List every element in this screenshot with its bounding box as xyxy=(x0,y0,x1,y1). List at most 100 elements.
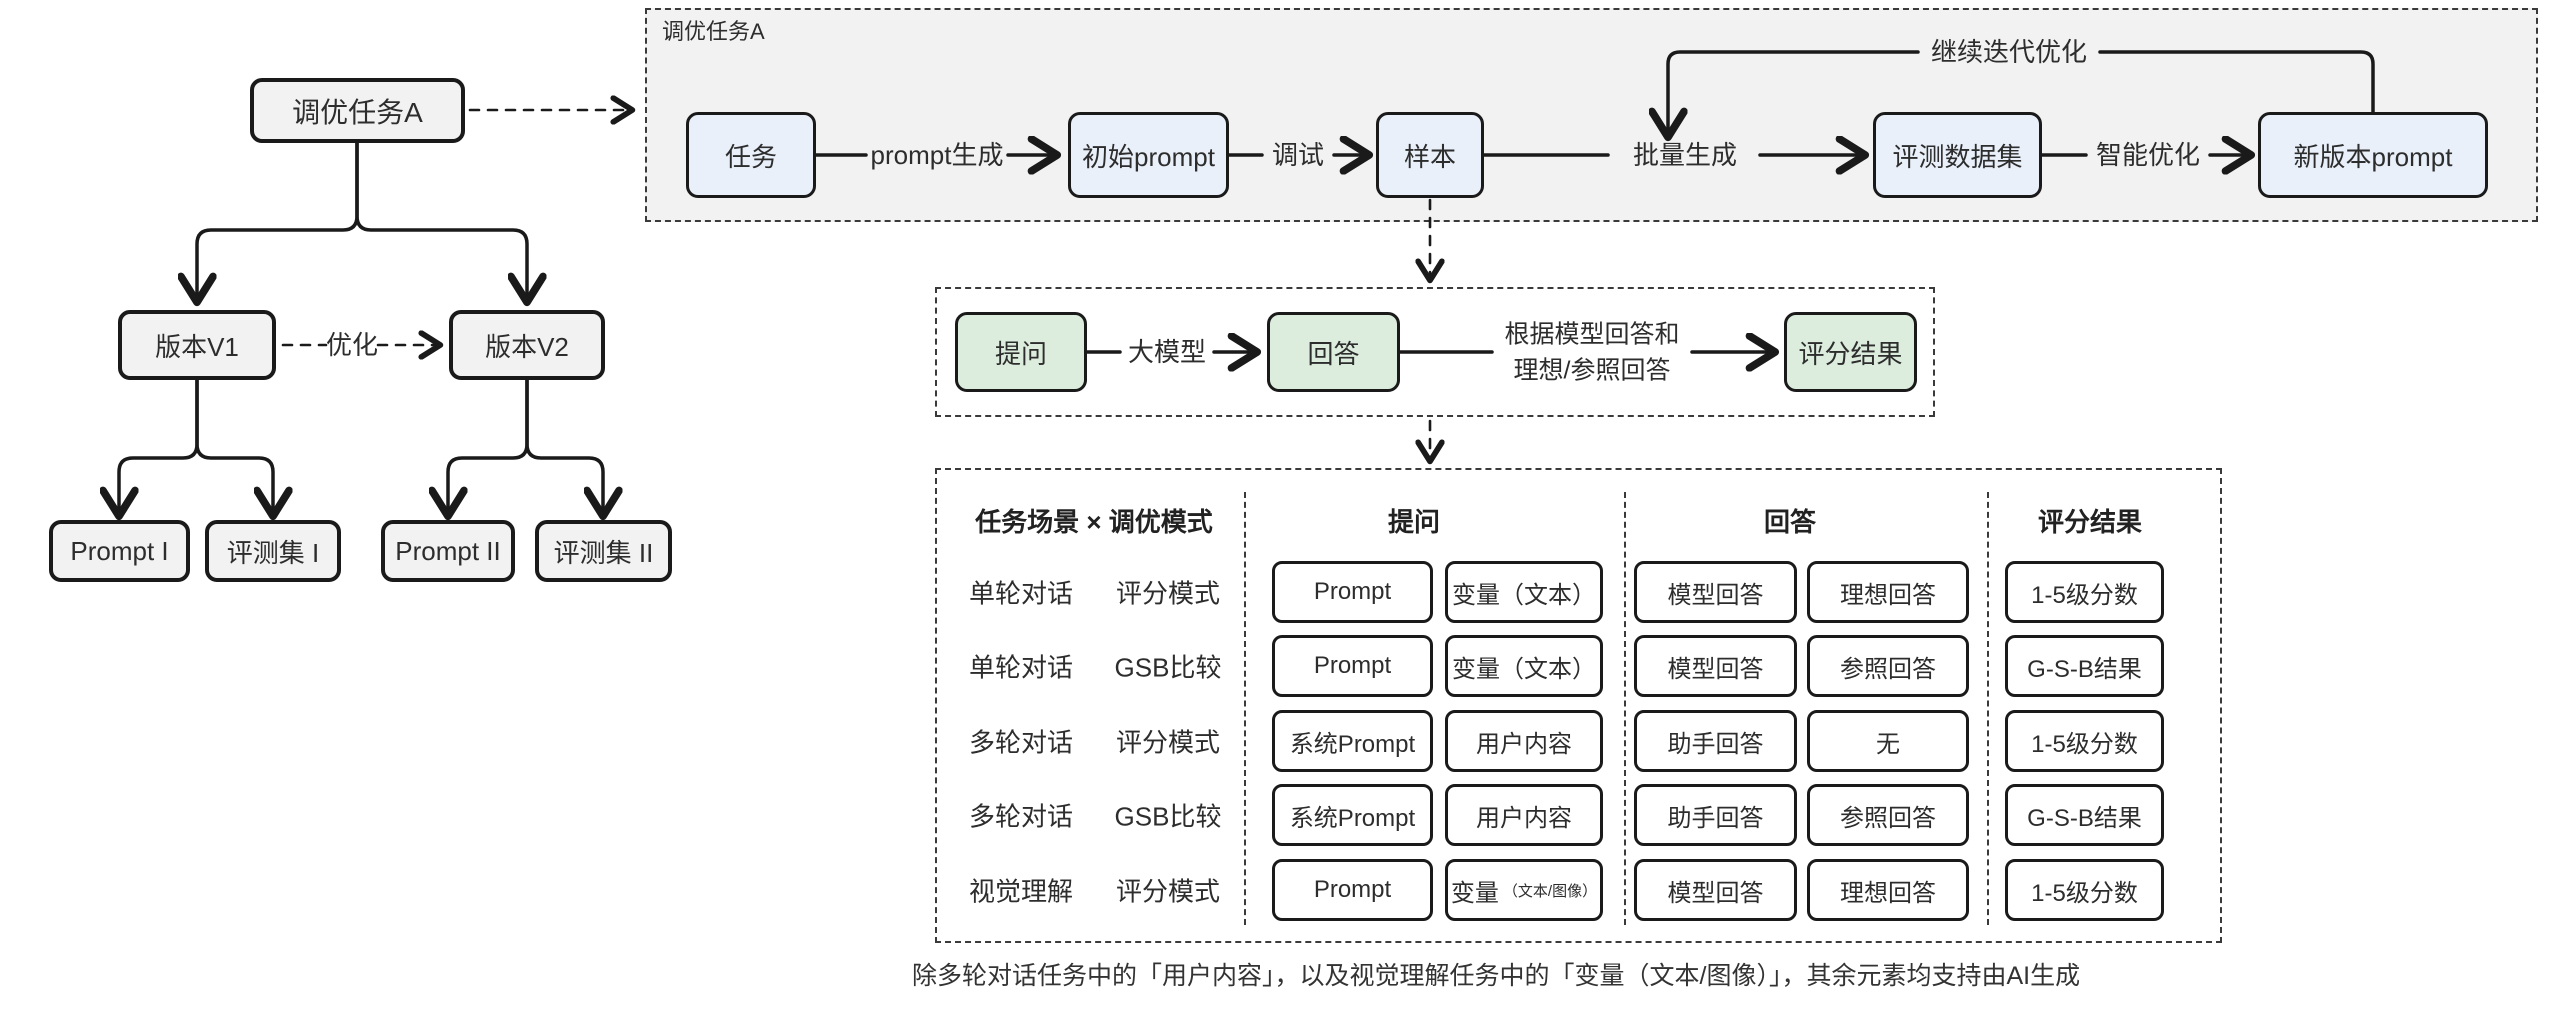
task-mode-table-container xyxy=(935,468,2222,943)
edge-root-to-v2 xyxy=(355,141,527,299)
row2-mode: GSB比较 xyxy=(1114,652,1222,683)
node-answer-label: 回答 xyxy=(1307,338,1360,369)
row5-ask2-box: 变量 （文本/图像） xyxy=(1445,859,1603,921)
row1-ans2-box: 理想回答 xyxy=(1807,561,1969,623)
row4-ask2-box: 用户内容 xyxy=(1445,784,1603,846)
node-prompt-2: Prompt II xyxy=(381,520,515,582)
row1-score-box: 1-5级分数 xyxy=(2005,561,2164,623)
table-separator-3 xyxy=(1987,492,1989,925)
node-tuning-task-a: 调优任务A xyxy=(250,78,465,143)
row2-scene: 单轮对话 xyxy=(968,652,1074,683)
row1-scene: 单轮对话 xyxy=(968,578,1074,609)
row4-score-box: G-S-B结果 xyxy=(2005,784,2164,846)
row4-score-label: G-S-B结果 xyxy=(2027,804,2142,832)
table-header-ask: 提问 xyxy=(1387,507,1441,537)
row1-ans1-box: 模型回答 xyxy=(1634,561,1797,623)
node-ask-label: 提问 xyxy=(994,338,1047,369)
row3-scene: 多轮对话 xyxy=(968,727,1074,758)
edge-label-batch-gen: 批量生成 xyxy=(1632,140,1738,170)
node-evalset-2: 评测集 II xyxy=(535,520,672,582)
row1-ask1-label: Prompt xyxy=(1313,578,1392,605)
edge-v1-to-evalset1 xyxy=(195,378,273,513)
row4-scene: 多轮对话 xyxy=(968,801,1074,832)
row5-score-box: 1-5级分数 xyxy=(2005,859,2164,921)
node-evalset-1: 评测集 I xyxy=(205,520,341,582)
table-separator-2 xyxy=(1624,492,1626,925)
row2-ans2-box: 参照回答 xyxy=(1807,635,1969,697)
row5-ans2-label: 理想回答 xyxy=(1840,879,1936,907)
row5-ask1-box: Prompt xyxy=(1272,859,1433,921)
row4-ask1-label: 系统Prompt xyxy=(1289,804,1416,832)
row3-ask2-box: 用户内容 xyxy=(1445,710,1603,772)
row4-ask2-label: 用户内容 xyxy=(1476,804,1572,832)
row3-ask1-label: 系统Prompt xyxy=(1289,730,1416,758)
row2-ask2-box: 变量（文本） xyxy=(1445,635,1603,697)
row5-mode: 评分模式 xyxy=(1115,876,1221,907)
eval-flow-container xyxy=(935,287,1935,417)
criteria-label-line2: 理想/参照回答 xyxy=(1513,356,1671,385)
node-score-result: 评分结果 xyxy=(1784,312,1917,392)
row5-ask2-label: 变量 xyxy=(1450,879,1499,907)
criteria-label-line1: 根据模型回答和 xyxy=(1504,320,1680,349)
row2-ask1-label: Prompt xyxy=(1313,652,1392,679)
row3-ans1-box: 助手回答 xyxy=(1634,710,1797,772)
row3-score-box: 1-5级分数 xyxy=(2005,710,2164,772)
node-sample: 样本 xyxy=(1376,112,1484,198)
row1-ask2-label: 变量（文本） xyxy=(1452,581,1596,609)
row2-ans2-label: 参照回答 xyxy=(1840,655,1936,683)
edge-v2-to-evalset2 xyxy=(525,378,603,513)
row4-ans2-box: 参照回答 xyxy=(1807,784,1969,846)
edge-root-to-v1 xyxy=(197,141,359,299)
row5-ans2-box: 理想回答 xyxy=(1807,859,1969,921)
optimize-edge-label: 优化 xyxy=(325,330,379,360)
row3-ans1-label: 助手回答 xyxy=(1667,730,1764,758)
table-footnote: 除多轮对话任务中的「用户内容」，以及视觉理解任务中的「变量（文本/图像）」，其余… xyxy=(912,962,2081,990)
node-task: 任务 xyxy=(686,112,816,198)
edge-label-smart-opt: 智能优化 xyxy=(2095,140,2201,170)
table-header-score: 评分结果 xyxy=(2037,507,2143,537)
row1-mode: 评分模式 xyxy=(1115,578,1221,609)
row5-ask2-sublabel: （文本/图像） xyxy=(1502,882,1598,900)
node-version-v2: 版本V2 xyxy=(449,310,605,380)
node-sample-label: 样本 xyxy=(1403,141,1456,172)
edge-v1-to-prompt1 xyxy=(119,378,199,513)
table-header-answer: 回答 xyxy=(1763,507,1817,537)
node-version-v1-label: 版本V1 xyxy=(155,331,239,362)
row3-ask2-label: 用户内容 xyxy=(1476,730,1572,758)
node-ask: 提问 xyxy=(955,312,1087,392)
node-new-prompt: 新版本prompt xyxy=(2258,112,2488,198)
row2-ask1-box: Prompt xyxy=(1272,635,1433,697)
row5-ans1-label: 模型回答 xyxy=(1667,879,1764,907)
row3-score-label: 1-5级分数 xyxy=(2031,730,2138,758)
row2-ans1-label: 模型回答 xyxy=(1667,655,1764,683)
row1-ask1-box: Prompt xyxy=(1272,561,1433,623)
row1-ans2-label: 理想回答 xyxy=(1840,581,1936,609)
tuning-task-container xyxy=(645,8,2538,222)
node-eval-dataset-label: 评测数据集 xyxy=(1892,141,2023,172)
row5-ask1-label: Prompt xyxy=(1313,876,1392,903)
row5-score-label: 1-5级分数 xyxy=(2031,879,2138,907)
edge-v2-to-prompt2 xyxy=(448,378,529,513)
node-version-v1: 版本V1 xyxy=(118,310,276,380)
node-initial-prompt: 初始prompt xyxy=(1068,112,1229,198)
node-tuning-task-a-label: 调优任务A xyxy=(292,96,423,128)
row3-ask1-box: 系统Prompt xyxy=(1272,710,1433,772)
row4-mode: GSB比较 xyxy=(1114,801,1222,832)
row2-score-box: G-S-B结果 xyxy=(2005,635,2164,697)
row5-scene: 视觉理解 xyxy=(968,876,1074,907)
node-new-prompt-label: 新版本prompt xyxy=(2293,141,2453,172)
edge-label-debug: 调试 xyxy=(1271,140,1325,170)
row1-ans1-label: 模型回答 xyxy=(1667,581,1764,609)
node-prompt-1: Prompt I xyxy=(49,520,190,582)
node-evalset-2-label: 评测集 II xyxy=(553,537,654,568)
node-evalset-1-label: 评测集 I xyxy=(226,537,320,568)
loop-label: 继续迭代优化 xyxy=(1930,37,2088,67)
row5-ans1-box: 模型回答 xyxy=(1634,859,1797,921)
row4-ans1-box: 助手回答 xyxy=(1634,784,1797,846)
row4-ans2-label: 参照回答 xyxy=(1840,804,1936,832)
table-header-scene-mode: 任务场景 × 调优模式 xyxy=(975,507,1213,537)
row4-ans1-label: 助手回答 xyxy=(1667,804,1764,832)
row1-score-label: 1-5级分数 xyxy=(2031,581,2138,609)
tuning-container-label: 调优任务A xyxy=(662,19,765,44)
